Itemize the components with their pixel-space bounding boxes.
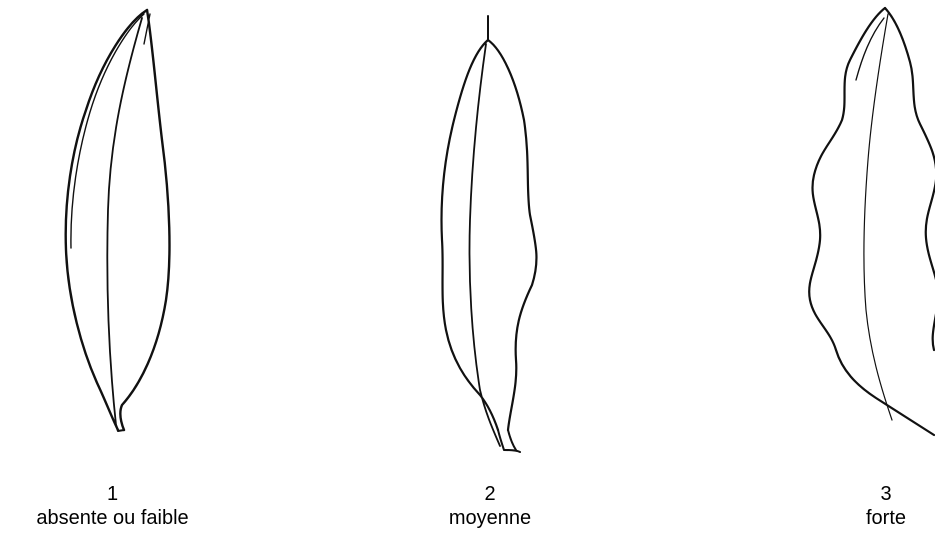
figure-2: 2 moyenne (380, 0, 620, 538)
figure-3-label: forte (840, 506, 932, 530)
figure-1: 1 absente ou faible (0, 0, 240, 538)
leaf-drawing-strong (780, 0, 935, 460)
figure-1-label: absente ou faible (0, 506, 225, 530)
figure-3-caption: 3 forte (840, 482, 932, 530)
leaf-drawing-flat (0, 0, 240, 460)
figure-3-number: 3 (840, 482, 932, 506)
figure-2-number: 2 (440, 482, 540, 506)
figure-2-label: moyenne (440, 506, 540, 530)
figure-3: 3 forte (780, 0, 935, 538)
figure-1-caption: 1 absente ou faible (0, 482, 225, 530)
figure-2-caption: 2 moyenne (440, 482, 540, 530)
leaf-drawing-medium (380, 0, 620, 460)
figure-1-number: 1 (0, 482, 225, 506)
